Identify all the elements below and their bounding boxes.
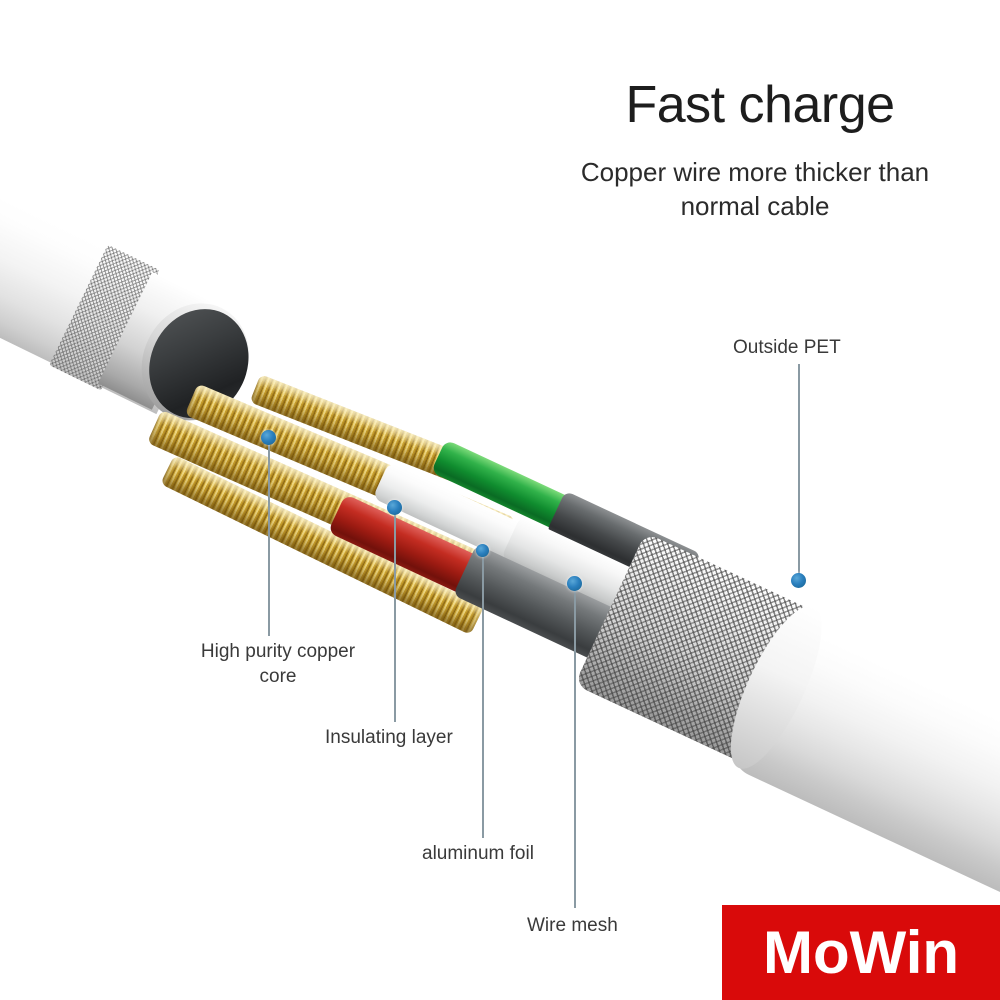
leader-line-outside-pet: [798, 364, 800, 578]
leader-line-wire-mesh: [574, 590, 576, 908]
page-title: Fast charge: [625, 76, 895, 134]
leader-line-copper-core: [268, 444, 270, 636]
callout-label-wire-mesh: Wire mesh: [527, 915, 618, 936]
leader-line-insulating-layer: [394, 512, 396, 722]
callout-label-outside-pet: Outside PET: [733, 337, 841, 358]
callout-label-aluminum-foil: aluminum foil: [422, 843, 534, 864]
marker-dot-outside-pet: [791, 573, 806, 588]
callout-label-insulating-layer: Insulating layer: [325, 727, 453, 748]
callout-label-copper-core: High purity copper core: [200, 641, 356, 687]
cable-assembly: [3, 300, 1000, 1000]
marker-dot-insulating-layer: [387, 500, 402, 515]
marker-dot-copper-core: [261, 430, 276, 445]
brand-logo-text: MoWin: [762, 918, 960, 986]
marker-dot-aluminum-foil: [476, 544, 489, 557]
marker-dot-wire-mesh: [567, 576, 582, 591]
leader-line-aluminum-foil: [482, 556, 484, 838]
brand-logo: MoWin: [722, 905, 1000, 1000]
page-subtitle: Copper wire more thicker than normal cab…: [580, 157, 930, 222]
